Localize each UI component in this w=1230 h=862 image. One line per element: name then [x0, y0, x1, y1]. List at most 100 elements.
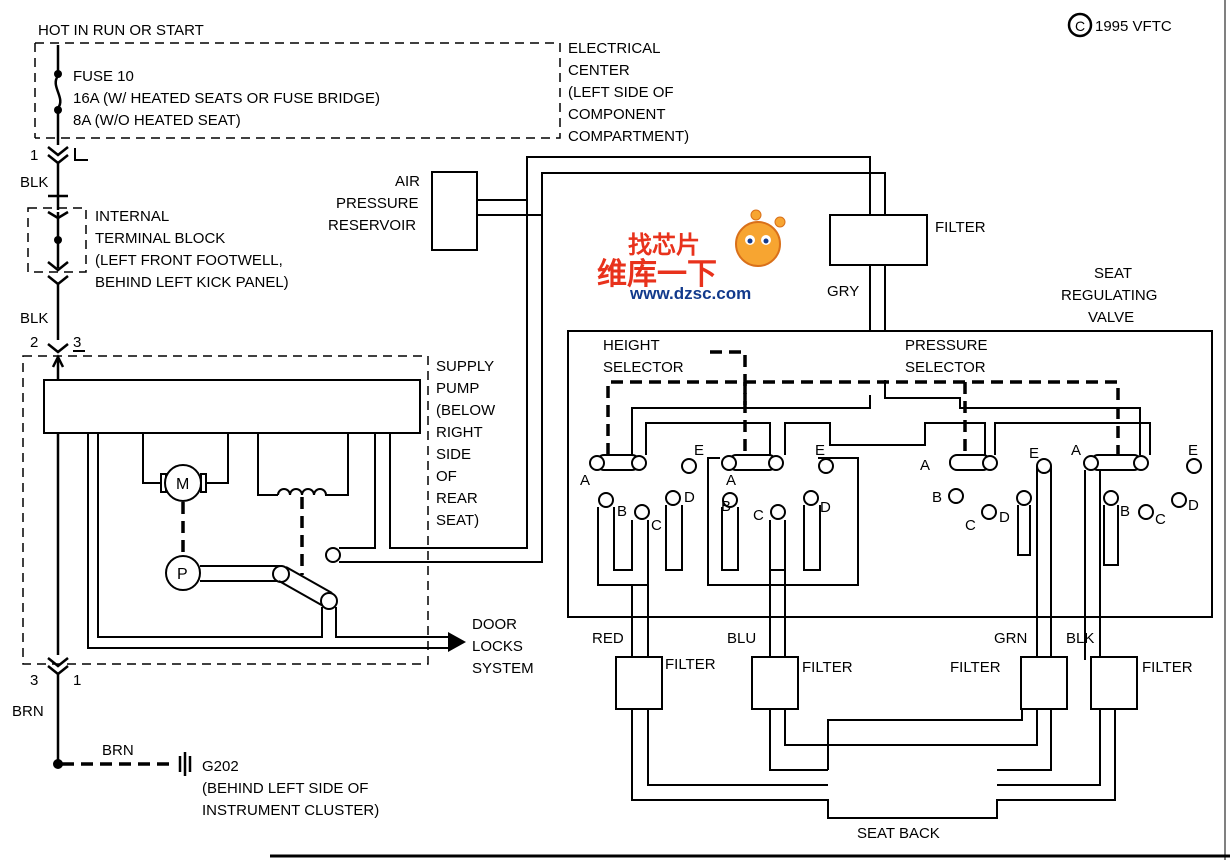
hs1-port-b: B	[617, 503, 627, 520]
hs2-port-c: C	[753, 507, 764, 524]
terminal-block-line-4: BEHIND LEFT KICK PANEL)	[95, 274, 289, 291]
reservoir-line-1: AIR	[395, 173, 420, 190]
supply-filter-label: FILTER	[935, 219, 986, 236]
pin-3b-label: 3	[30, 672, 38, 689]
terminal-block-line-1: INTERNAL	[95, 208, 169, 225]
pump-line-8: SEAT)	[436, 512, 479, 529]
fuse-line-2: 16A (W/ HEATED SEATS OR FUSE BRIDGE)	[73, 90, 380, 107]
ps1-port-b: B	[932, 489, 942, 506]
ps2-port-a: A	[1071, 442, 1081, 459]
pump-line-2: PUMP	[436, 380, 479, 397]
seat-back-hoses: RED BLU GRN BLK FILTER FILTER FILTER FIL…	[592, 630, 1193, 842]
pin-3-label: 3	[73, 334, 81, 351]
electrical-center: HOT IN RUN OR START FUSE 10 16A (W/ HEAT…	[34, 22, 689, 145]
wire-blk-top: BLK	[20, 174, 48, 191]
ground-circuit: 3 1 BRN BRN G202 (BEHIND LEFT SIDE OF IN…	[12, 657, 379, 819]
pump-label: P	[177, 566, 188, 583]
height-selector-line-1: HEIGHT	[603, 337, 660, 354]
watermark-url: www.dzsc.com	[629, 284, 751, 303]
filter-grn-label: FILTER	[950, 659, 1001, 676]
valve-line-3: VALVE	[1088, 309, 1134, 326]
filter-blu-label: FILTER	[802, 659, 853, 676]
ps2-port-c: C	[1155, 511, 1166, 528]
height-selector-line-2: SELECTOR	[603, 359, 684, 376]
ps1-port-a: A	[920, 457, 930, 474]
hose-blk-label: BLK	[1066, 630, 1094, 647]
door-locks-line-1: DOOR	[472, 616, 517, 633]
ps1-port-d: D	[999, 509, 1010, 526]
wire-blk-mid: BLK	[20, 310, 48, 327]
wire-brn-ground: BRN	[102, 742, 134, 759]
motor-label: M	[176, 476, 189, 493]
wire-brn-vertical: BRN	[12, 703, 44, 720]
dzsc-watermark: 找芯片 维库一下 www.dzsc.com	[597, 209, 786, 303]
pump-line-5: SIDE	[436, 446, 471, 463]
pressure-selector-line-2: SELECTOR	[905, 359, 986, 376]
fuse-line-3: 8A (W/O HEATED SEAT)	[73, 112, 241, 129]
pump-line-1: SUPPLY	[436, 358, 494, 375]
pump-line-6: OF	[436, 468, 457, 485]
door-locks-arrow-icon	[448, 632, 466, 652]
hose-blu-label: BLU	[727, 630, 756, 647]
filter-blu	[751, 656, 799, 710]
copyright-notice: C 1995 VFTC	[1067, 12, 1172, 38]
power-source-label: HOT IN RUN OR START	[38, 22, 204, 39]
hs2-port-a: A	[726, 472, 736, 489]
hs2-port-e: E	[815, 442, 825, 459]
center-line-2: CENTER	[568, 62, 630, 79]
filter-red-label: FILTER	[665, 656, 716, 673]
seat-back-label: SEAT BACK	[857, 825, 940, 842]
center-line-1: ELECTRICAL	[568, 40, 661, 57]
pressure-selector-line-1: PRESSURE	[905, 337, 988, 354]
pump-line-4: RIGHT	[436, 424, 483, 441]
pump-line-7: REAR	[436, 490, 478, 507]
feed-wire-lower: BLK 2 3	[20, 284, 85, 354]
watermark-cn: 维库一下	[597, 258, 717, 291]
terminal-block-line-2: TERMINAL BLOCK	[95, 230, 225, 247]
ground-line-2: INSTRUMENT CLUSTER)	[202, 802, 379, 819]
valve-line-2: REGULATING	[1061, 287, 1157, 304]
ground-symbol-icon	[178, 752, 192, 776]
pump-line-3: (BELOW	[436, 402, 496, 419]
fuse-line-1: FUSE 10	[73, 68, 134, 85]
hs1-port-d: D	[684, 489, 695, 506]
seat-regulating-valve: SEAT REGULATING VALVE HEIGHT SELECTOR PR…	[567, 265, 1213, 660]
ps1-port-e: E	[1029, 445, 1039, 462]
pump-symbol	[165, 555, 201, 591]
copyright-symbol: C	[1075, 18, 1085, 34]
center-line-5: COMPARTMENT)	[568, 128, 689, 145]
hs1-port-a: A	[580, 472, 590, 489]
pump-controller-box	[43, 379, 421, 434]
door-locks-line-2: LOCKS	[472, 638, 523, 655]
filter-grn	[1020, 656, 1068, 710]
internal-terminal-block: INTERNAL TERMINAL BLOCK (LEFT FRONT FOOT…	[27, 207, 289, 291]
motor-symbol	[164, 464, 202, 502]
door-locks-system: DOOR LOCKS SYSTEM	[448, 616, 534, 677]
ps1-port-c: C	[965, 517, 976, 534]
filter-blk-label: FILTER	[1142, 659, 1193, 676]
center-line-4: COMPONENT	[568, 106, 666, 123]
air-pressure-reservoir: AIR PRESSURE RESERVOIR	[328, 171, 542, 251]
filter-blk	[1090, 656, 1138, 710]
valve-line-1: SEAT	[1094, 265, 1132, 282]
door-locks-line-3: SYSTEM	[472, 660, 534, 677]
supply-pump: M P SUPPLY PUMP (BELOW RIGHT SIDE OF REA…	[22, 156, 886, 665]
hs1-port-e: E	[694, 442, 704, 459]
ground-line-1: (BEHIND LEFT SIDE OF	[202, 780, 368, 797]
copyright-text: 1995 VFTC	[1095, 18, 1172, 35]
ps2-port-d: D	[1188, 497, 1199, 514]
fuse-symbol	[54, 45, 62, 145]
reservoir-line-3: RESERVOIR	[328, 217, 416, 234]
center-line-3: (LEFT SIDE OF	[568, 84, 674, 101]
hs2-port-b: B	[721, 498, 731, 515]
gry-hose-label: GRY	[827, 283, 859, 300]
reservoir-line-2: PRESSURE	[336, 195, 419, 212]
hs2-port-d: D	[820, 499, 831, 516]
hose-red-label: RED	[592, 630, 624, 647]
feed-wire: 1 BLK	[20, 146, 88, 210]
pin-2-label: 2	[30, 334, 38, 351]
hose-grn-label: GRN	[994, 630, 1027, 647]
mascot-head-icon	[735, 221, 781, 267]
ground-id: G202	[202, 758, 239, 775]
